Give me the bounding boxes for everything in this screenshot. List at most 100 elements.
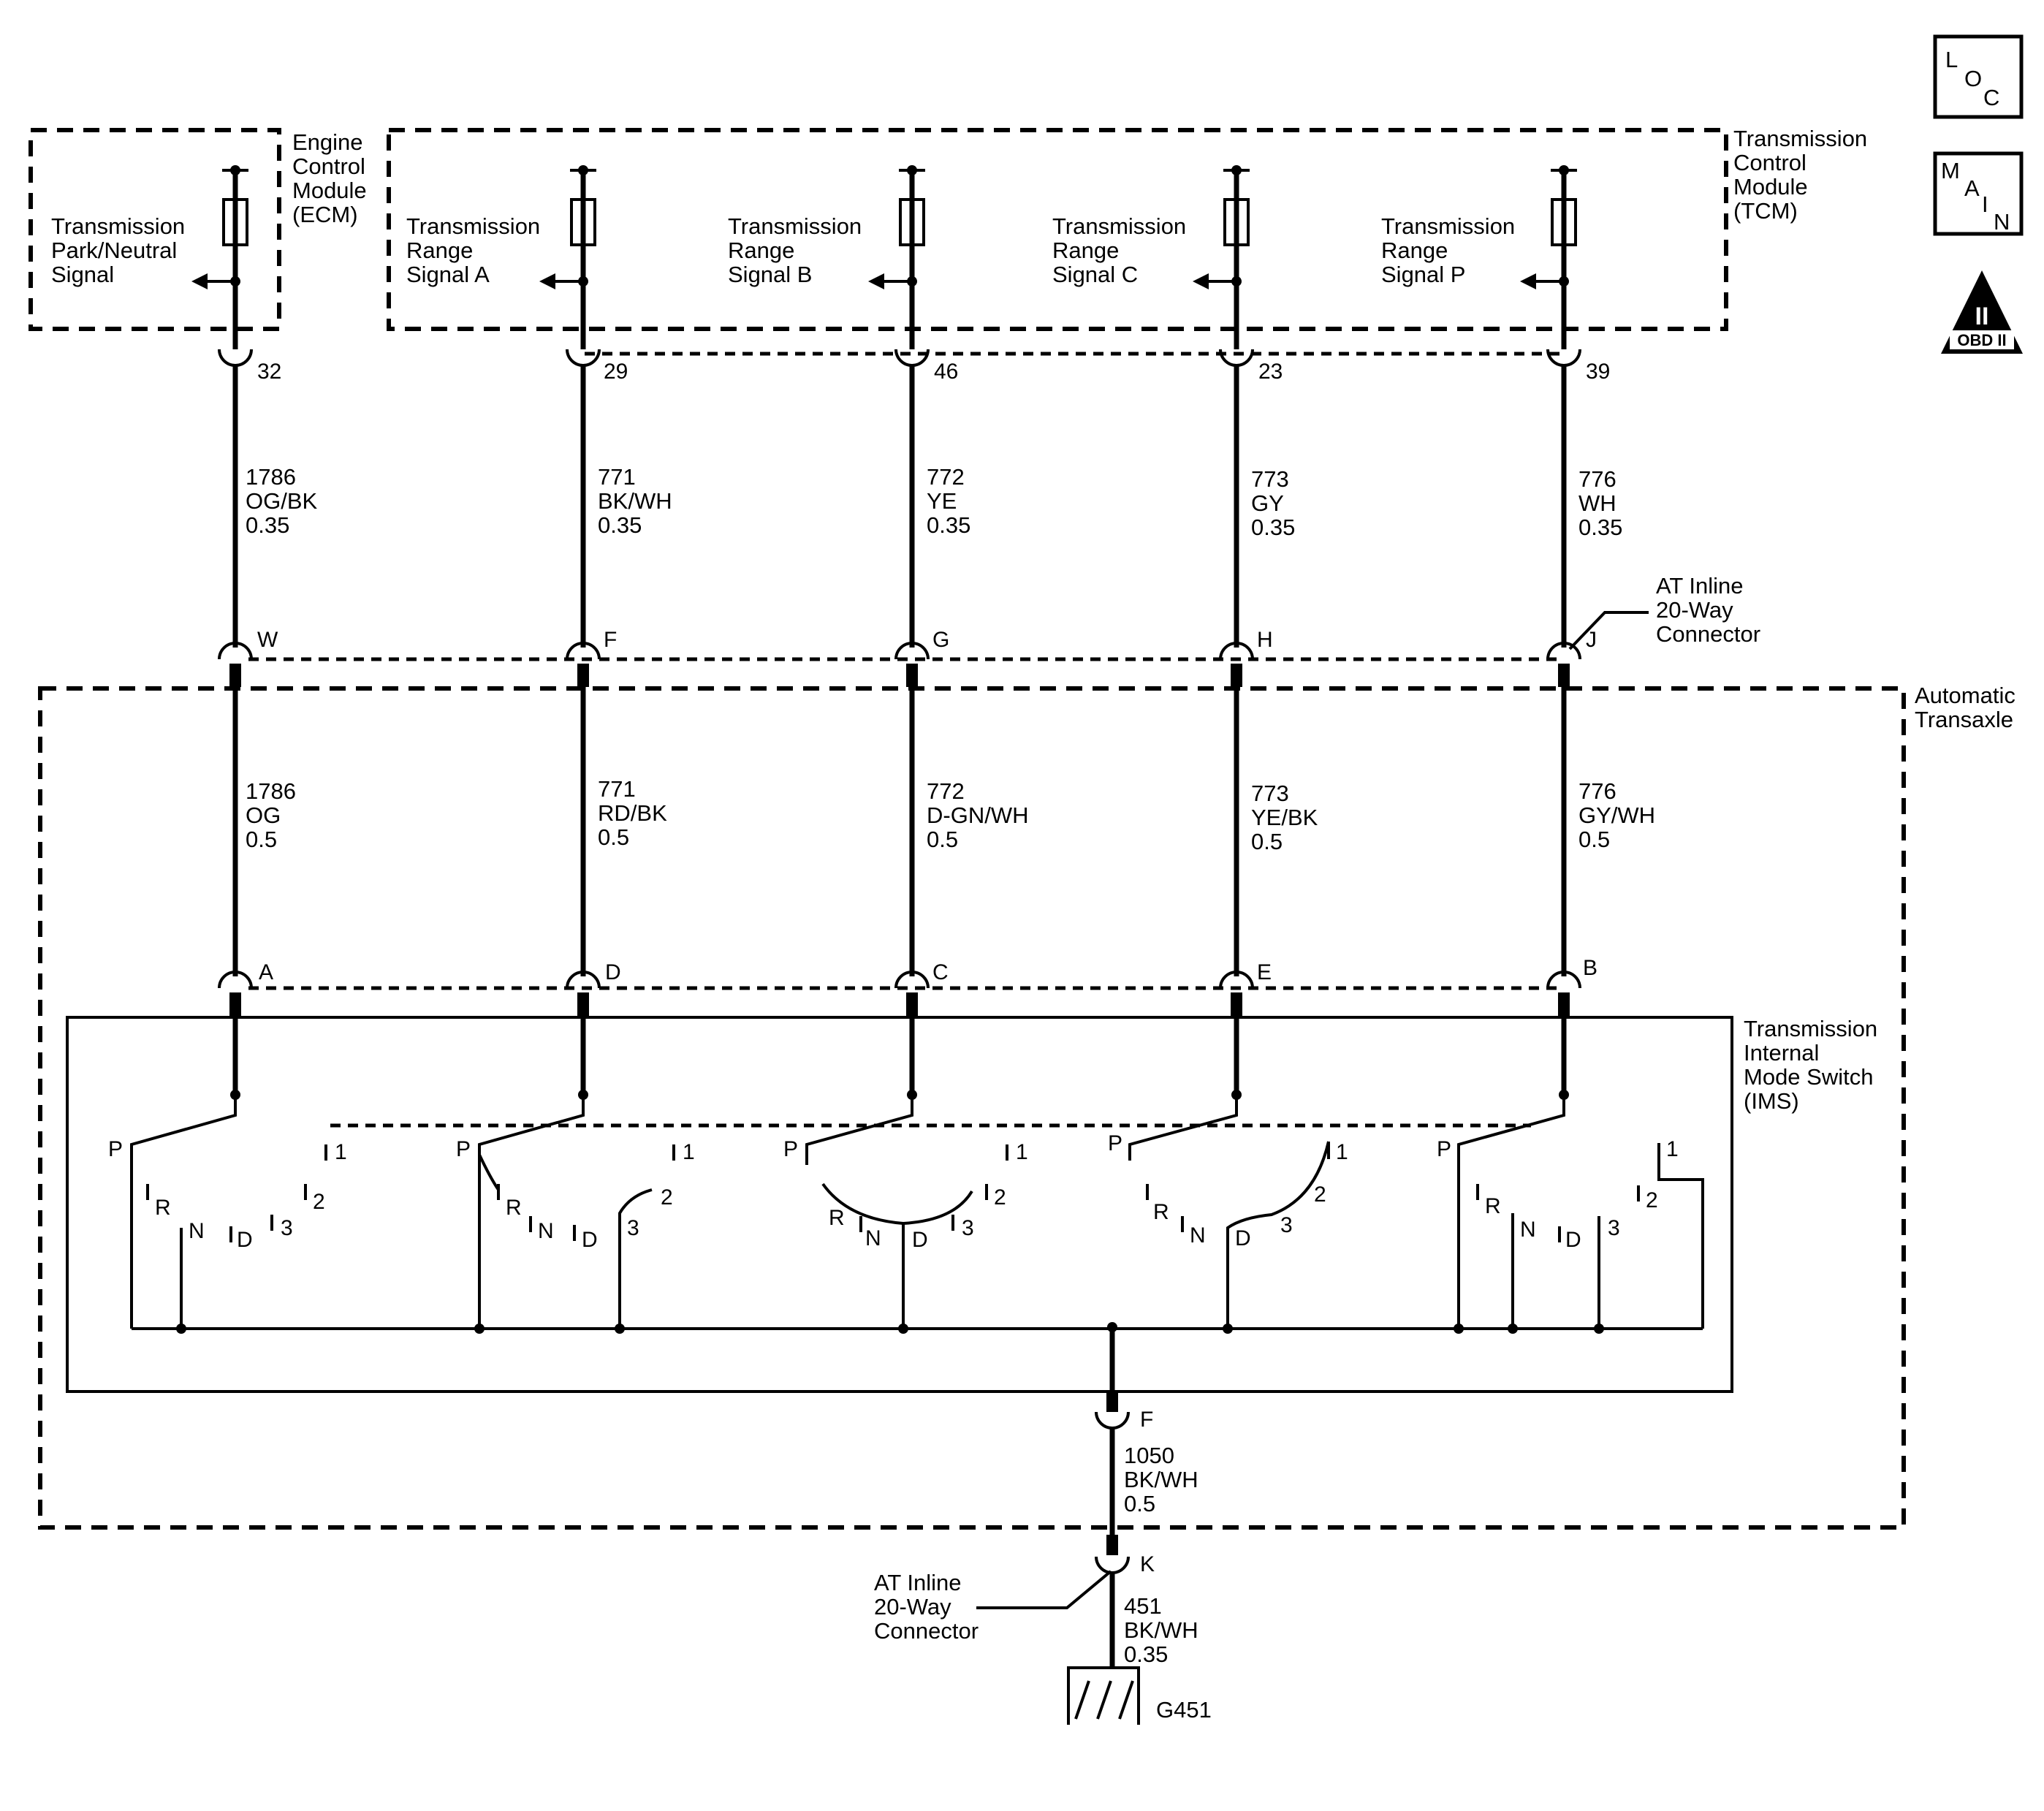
svg-text:P: P xyxy=(108,1137,123,1161)
ims-box xyxy=(66,1016,1733,1393)
svg-text:Transmission Range: Transmission Range Signal C xyxy=(1052,213,1193,287)
svg-text:N: N xyxy=(1520,1218,1536,1242)
svg-text:D: D xyxy=(1565,1228,1581,1252)
svg-text:F: F xyxy=(604,628,617,652)
svg-text:W: W xyxy=(257,628,278,652)
svg-text:AT Inline 20-Way C: AT Inline 20-Way Connector xyxy=(1656,573,1760,647)
svg-text:N: N xyxy=(865,1226,881,1250)
svg-text:D: D xyxy=(237,1228,253,1252)
svg-text:1786 OG/BK 0.35: 1786 OG/BK 0.35 xyxy=(246,464,324,538)
svg-text:M: M xyxy=(1941,158,1960,183)
ecm-box xyxy=(29,128,281,331)
transaxle-box xyxy=(38,686,1906,1530)
svg-text:3: 3 xyxy=(1280,1213,1293,1237)
circuit-range-c: Transmission Range Signal C 23 773 GY 0.… xyxy=(1052,165,1324,1095)
svg-text:N: N xyxy=(189,1219,205,1243)
svg-text:D: D xyxy=(605,960,621,984)
svg-text:772 D-GN/WH 0.5: 772 D-GN/WH 0.5 xyxy=(927,778,1035,852)
svg-text:1: 1 xyxy=(683,1140,695,1164)
svg-text:G451: G451 xyxy=(1156,1697,1212,1723)
svg-text:2: 2 xyxy=(313,1190,325,1214)
main-icon: M A I N xyxy=(1933,151,2024,236)
svg-text:773 GY 0.35: 773 GY 0.35 xyxy=(1251,466,1295,540)
svg-text:I: I xyxy=(1982,191,1988,217)
svg-text:773 YE/BK 0.5: 773 YE/BK 0.5 xyxy=(1251,781,1324,854)
svg-text:Transmission Range: Transmission Range Signal P xyxy=(1381,213,1521,287)
svg-text:776 GY/WH 0.5: 776 GY/WH 0.5 xyxy=(1578,778,1662,852)
svg-text:P: P xyxy=(456,1137,471,1161)
svg-text:N: N xyxy=(1190,1223,1206,1248)
svg-text:1: 1 xyxy=(335,1140,347,1164)
svg-text:1: 1 xyxy=(1336,1140,1348,1164)
svg-text:776 WH 0.35: 776 WH 0.35 xyxy=(1578,466,1622,540)
svg-text:P: P xyxy=(783,1137,798,1161)
svg-text:R: R xyxy=(1153,1200,1169,1224)
svg-text:A: A xyxy=(259,960,273,984)
svg-text:Transmission Range: Transmission Range Signal A xyxy=(406,213,547,287)
svg-text:OBD II: OBD II xyxy=(1957,331,2006,349)
svg-text:1: 1 xyxy=(1666,1137,1679,1161)
svg-text:N: N xyxy=(1994,209,2010,235)
svg-text:3: 3 xyxy=(962,1216,974,1240)
tcm-box xyxy=(387,128,1728,331)
svg-text:K: K xyxy=(1140,1552,1155,1576)
svg-text:2: 2 xyxy=(661,1185,673,1210)
svg-text:451 BK/WH 0.35: 451 BK/WH 0.35 xyxy=(1124,1593,1204,1667)
tcm-label: Transmission Control Module (TCM) xyxy=(1733,126,1874,224)
svg-text:L: L xyxy=(1945,47,1958,72)
svg-text:3: 3 xyxy=(627,1216,639,1240)
obd-ii-icon: II OBD II xyxy=(1941,270,2023,354)
svg-text:32: 32 xyxy=(257,360,281,384)
ims-label: Transmission Internal Mode Switch (IMS) xyxy=(1744,1016,1884,1114)
svg-text:46: 46 xyxy=(934,360,958,384)
svg-text:A: A xyxy=(1964,175,1980,201)
mode-switch-contacts: P R N D 3 2 1 P R N D 3 2 1 P R N D 3 2 xyxy=(108,1090,1704,1334)
svg-text:771 BK/WH 0.35: 771 BK/WH 0.35 xyxy=(598,464,678,538)
svg-text:II: II xyxy=(1975,303,1989,330)
svg-text:R: R xyxy=(155,1196,171,1220)
ground-path: F 1050 BK/WH 0.5 K AT Inline 20-Way Conn… xyxy=(874,1327,1212,1725)
svg-text:3: 3 xyxy=(1608,1216,1620,1240)
svg-text:29: 29 xyxy=(604,360,628,384)
svg-text:39: 39 xyxy=(1586,360,1610,384)
svg-text:2: 2 xyxy=(1646,1188,1658,1212)
transaxle-label: Automatic Transaxle xyxy=(1915,683,2021,732)
svg-text:F: F xyxy=(1140,1408,1153,1432)
svg-text:P: P xyxy=(1108,1131,1122,1155)
svg-text:O: O xyxy=(1964,66,1982,91)
svg-text:N: N xyxy=(538,1219,554,1243)
svg-text:H: H xyxy=(1257,628,1273,652)
svg-text:G: G xyxy=(932,628,949,652)
circuit-park-neutral: Transmission Park/Neutral Signal 32 1786… xyxy=(51,165,324,1095)
loc-icon: L O C xyxy=(1933,34,2024,119)
svg-text:1: 1 xyxy=(1016,1140,1028,1164)
svg-text:3: 3 xyxy=(281,1216,293,1240)
svg-text:1786 OG 0.5: 1786 OG 0.5 xyxy=(246,778,303,852)
svg-text:D: D xyxy=(1235,1226,1251,1250)
svg-text:Transmission Park/Neutra: Transmission Park/Neutral Signal xyxy=(51,213,191,287)
svg-text:D: D xyxy=(582,1228,598,1252)
svg-text:2: 2 xyxy=(1314,1182,1326,1207)
svg-text:B: B xyxy=(1583,956,1597,980)
svg-text:R: R xyxy=(829,1206,845,1230)
ecm-label: Engine Control Module (ECM) xyxy=(292,129,373,227)
svg-text:772 YE 0.35: 772 YE 0.35 xyxy=(927,464,970,538)
svg-text:C: C xyxy=(1983,85,1999,110)
svg-text:R: R xyxy=(506,1196,522,1220)
svg-text:J: J xyxy=(1586,628,1597,652)
svg-text:E: E xyxy=(1257,960,1272,984)
svg-text:P: P xyxy=(1437,1137,1451,1161)
ground-symbol xyxy=(1067,1666,1140,1725)
circuit-range-a: Transmission Range Signal A 29 771 BK/WH… xyxy=(406,165,678,1095)
svg-text:2: 2 xyxy=(994,1185,1006,1210)
svg-text:1050 BK/WH 0.5: 1050 BK/WH 0.5 xyxy=(1124,1443,1204,1516)
circuit-range-p: Transmission Range Signal P 39 776 WH 0.… xyxy=(1381,165,1662,1095)
svg-text:R: R xyxy=(1485,1194,1501,1218)
svg-text:AT Inline 20-Way C: AT Inline 20-Way Connector xyxy=(874,1570,979,1644)
circuit-range-b: Transmission Range Signal B 46 772 YE 0.… xyxy=(728,165,1035,1095)
svg-text:C: C xyxy=(932,960,949,984)
svg-text:23: 23 xyxy=(1258,360,1283,384)
svg-text:771 RD/BK 0.5: 771 RD/BK 0.5 xyxy=(598,776,673,850)
svg-text:D: D xyxy=(912,1228,928,1252)
